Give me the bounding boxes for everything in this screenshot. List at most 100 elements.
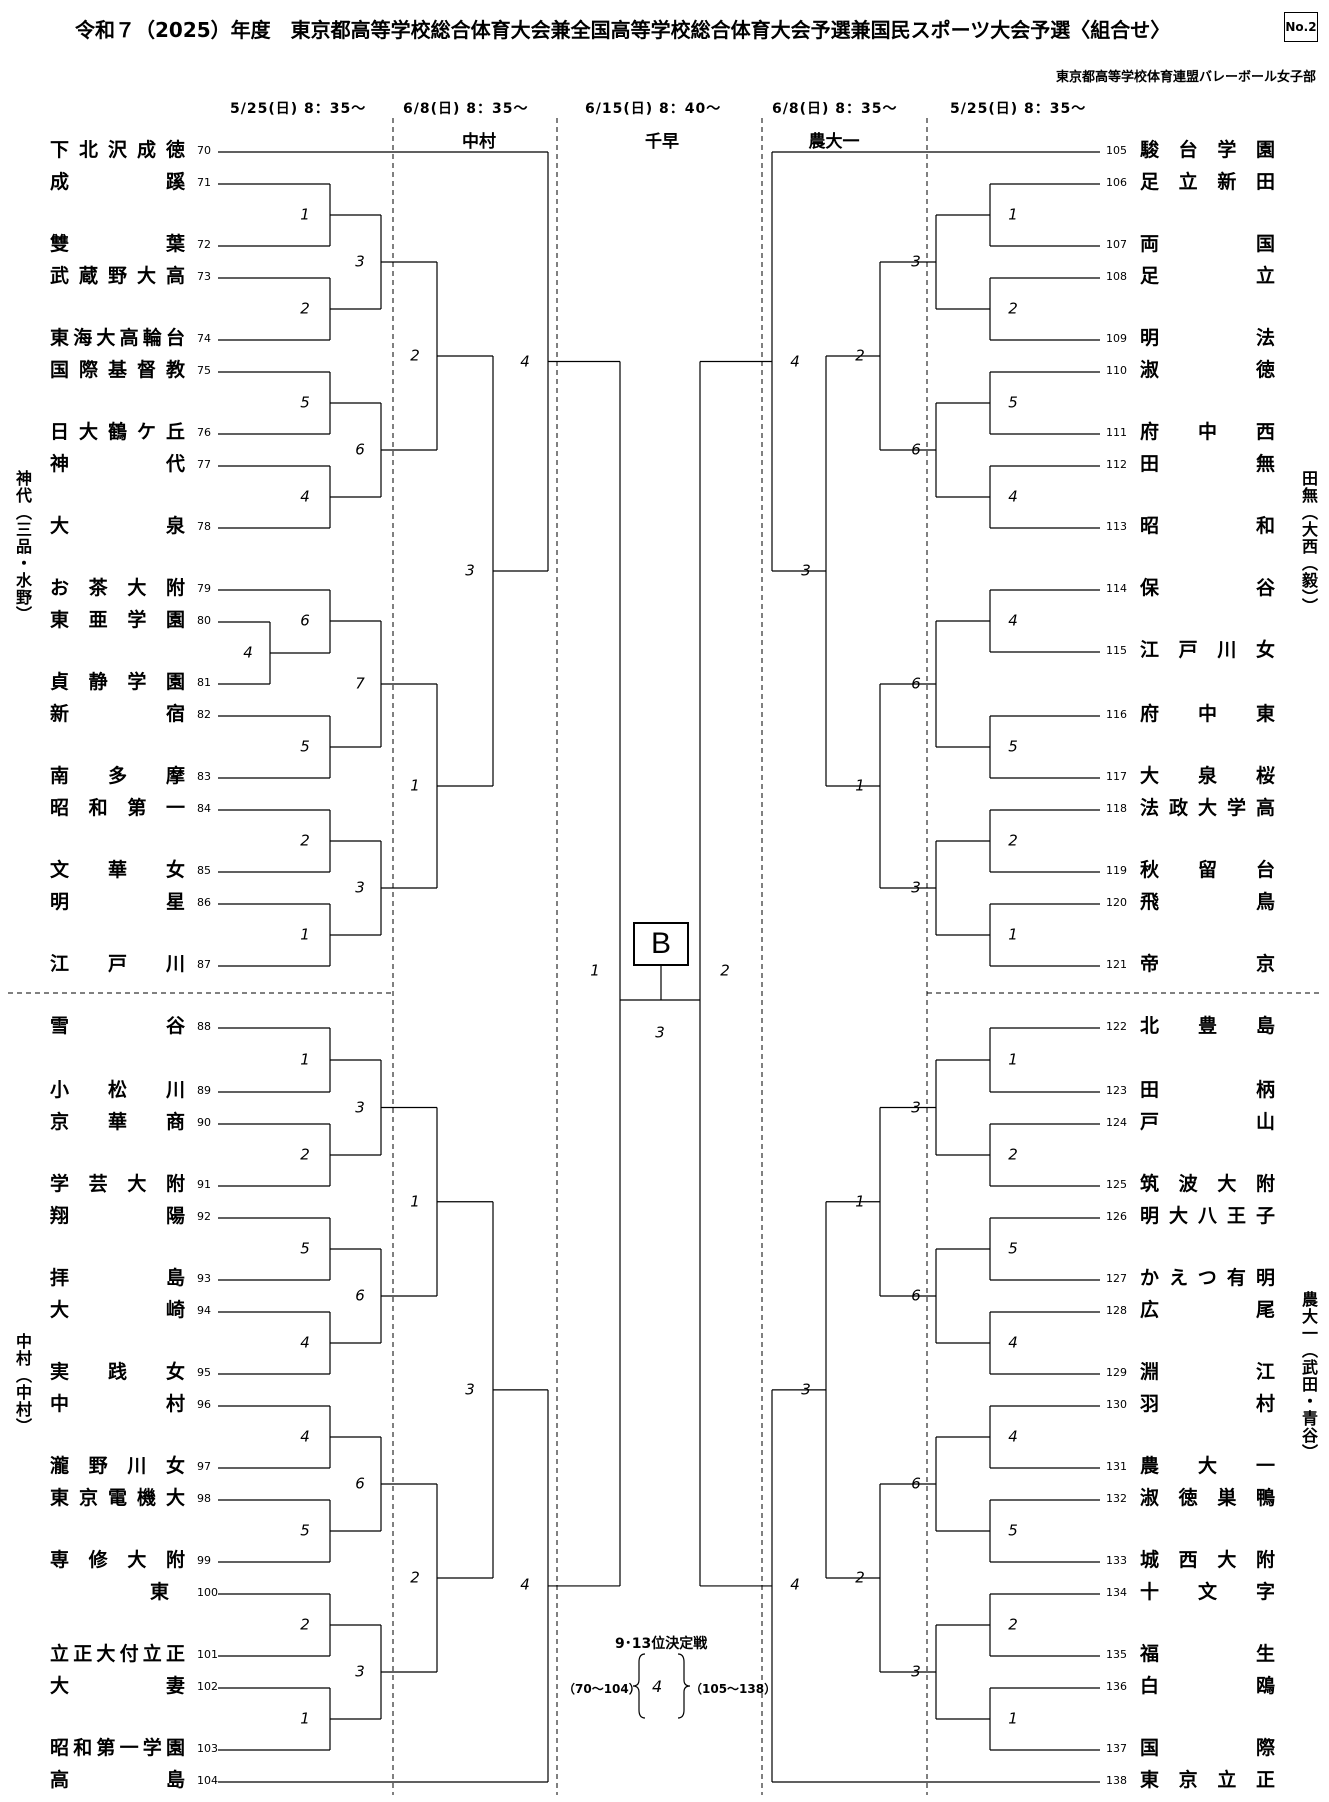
team-name: 淑徳 (1140, 359, 1275, 381)
match-number: 1 (410, 776, 420, 795)
match-number: 4 (300, 1427, 310, 1446)
team-number: 109 (1106, 332, 1127, 345)
team-name: 江戸川 (50, 953, 185, 975)
venue-center: 千早 (645, 132, 679, 152)
match-number: 1 (1008, 1709, 1018, 1728)
team-name: 南多摩 (50, 765, 185, 787)
match-number: 3 (911, 1662, 921, 1681)
team-number: 87 (197, 958, 211, 971)
team-name: 翔陽 (50, 1205, 185, 1227)
team-name: 日大鶴ケ丘 (50, 421, 185, 443)
team-name: 文華女 (50, 859, 185, 881)
team-number: 130 (1106, 1398, 1127, 1411)
match-number: 3 (911, 878, 921, 897)
team-name: 神代 (50, 453, 185, 475)
team-number: 93 (197, 1272, 211, 1285)
match-number: 2 (410, 1568, 420, 1587)
match-number: 6 (911, 1474, 921, 1493)
team-name: 明大八王子 (1140, 1205, 1275, 1227)
team-name: 両国 (1140, 233, 1275, 255)
match-number: 6 (911, 674, 921, 693)
team-number: 89 (197, 1084, 211, 1097)
team-number: 116 (1106, 708, 1127, 721)
match-number: 4 (520, 1575, 530, 1594)
match-number: 2 (300, 299, 310, 318)
venue-left: 中村 (462, 132, 496, 152)
team-name: 雙葉 (50, 233, 185, 255)
team-name: 保谷 (1140, 577, 1275, 599)
team-number: 137 (1106, 1742, 1127, 1755)
team-name: 府中西 (1140, 421, 1275, 443)
match-number: 2 (300, 831, 310, 850)
team-name: 福生 (1140, 1643, 1275, 1665)
match-number: 3 (911, 252, 921, 271)
match-number: 5 (300, 1521, 310, 1540)
match-number: 3 (355, 878, 365, 897)
team-name: 実践女 (50, 1361, 185, 1383)
match-number: 2 (855, 346, 865, 365)
team-number: 88 (197, 1020, 211, 1033)
placement-match-number: 4 (652, 1677, 663, 1696)
team-number: 135 (1106, 1648, 1127, 1661)
team-name: 田無 (1140, 453, 1275, 475)
placement-brace (677, 1653, 691, 1719)
team-name: 飛鳥 (1140, 891, 1275, 913)
date-left-round2: 6/8(日) 8：35～ (403, 101, 529, 117)
team-number: 98 (197, 1492, 211, 1505)
team-name: 筑波大附 (1140, 1173, 1275, 1195)
team-number: 114 (1106, 582, 1127, 595)
group-label-right-bottom: 農大一（武田・青谷） (1299, 1291, 1318, 1461)
team-number: 129 (1106, 1366, 1127, 1379)
team-name: 大妻 (50, 1675, 185, 1697)
match-number: 6 (355, 1474, 365, 1493)
match-number: 3 (911, 1098, 921, 1116)
match-number: 4 (300, 1333, 310, 1352)
date-right-round1: 5/25(日) 8：35～ (950, 101, 1087, 117)
match-number: 3 (355, 252, 365, 271)
match-number: 4 (1008, 611, 1018, 630)
team-number: 128 (1106, 1304, 1127, 1317)
group-label-right-top: 田無（大西（毅）） (1299, 470, 1318, 615)
team-number: 122 (1106, 1020, 1127, 1033)
team-number: 101 (197, 1648, 218, 1661)
team-name: 国際基督教 (50, 359, 185, 381)
team-name: 東京立正 (1140, 1769, 1275, 1791)
match-number: 1 (1008, 925, 1018, 944)
match-number: 6 (355, 440, 365, 459)
match-number: 2 (1008, 299, 1018, 318)
match-number: 5 (300, 1239, 310, 1258)
team-name: 広尾 (1140, 1299, 1275, 1321)
venue-right: 農大一 (808, 132, 860, 152)
final-bracket-label: B (633, 922, 689, 966)
match-number: 7 (355, 674, 365, 693)
match-number: 3 (655, 1023, 665, 1042)
match-number: 3 (801, 561, 811, 580)
team-number: 77 (197, 458, 211, 471)
organizer: 東京都高等学校体育連盟バレーボール女子部 (1055, 70, 1316, 85)
match-number: 4 (1008, 487, 1018, 506)
team-number: 133 (1106, 1554, 1127, 1567)
team-number: 100 (197, 1586, 218, 1599)
team-number: 110 (1106, 364, 1127, 377)
team-number: 112 (1106, 458, 1127, 471)
team-name: 足立 (1140, 265, 1275, 287)
team-name: 北豊島 (1140, 1015, 1275, 1037)
match-number: 6 (911, 440, 921, 459)
match-number: 2 (1008, 1615, 1018, 1634)
team-number: 136 (1106, 1680, 1127, 1693)
placement-left-range: （70～104） (563, 1682, 641, 1696)
team-number: 80 (197, 614, 211, 627)
team-name: 農大一 (1140, 1455, 1275, 1477)
team-number: 107 (1106, 238, 1127, 251)
document-number: No.2 (1284, 12, 1318, 42)
team-name: 貞静学園 (50, 671, 185, 693)
team-number: 94 (197, 1304, 211, 1317)
date-right-round2: 6/8(日) 8：35～ (772, 101, 898, 117)
team-name: 東 (150, 1581, 170, 1603)
team-name: 東海大高輪台 (50, 327, 185, 349)
match-number: 3 (355, 1098, 365, 1116)
team-number: 90 (197, 1116, 211, 1129)
match-number: 1 (855, 776, 865, 795)
match-number: 2 (410, 346, 420, 365)
